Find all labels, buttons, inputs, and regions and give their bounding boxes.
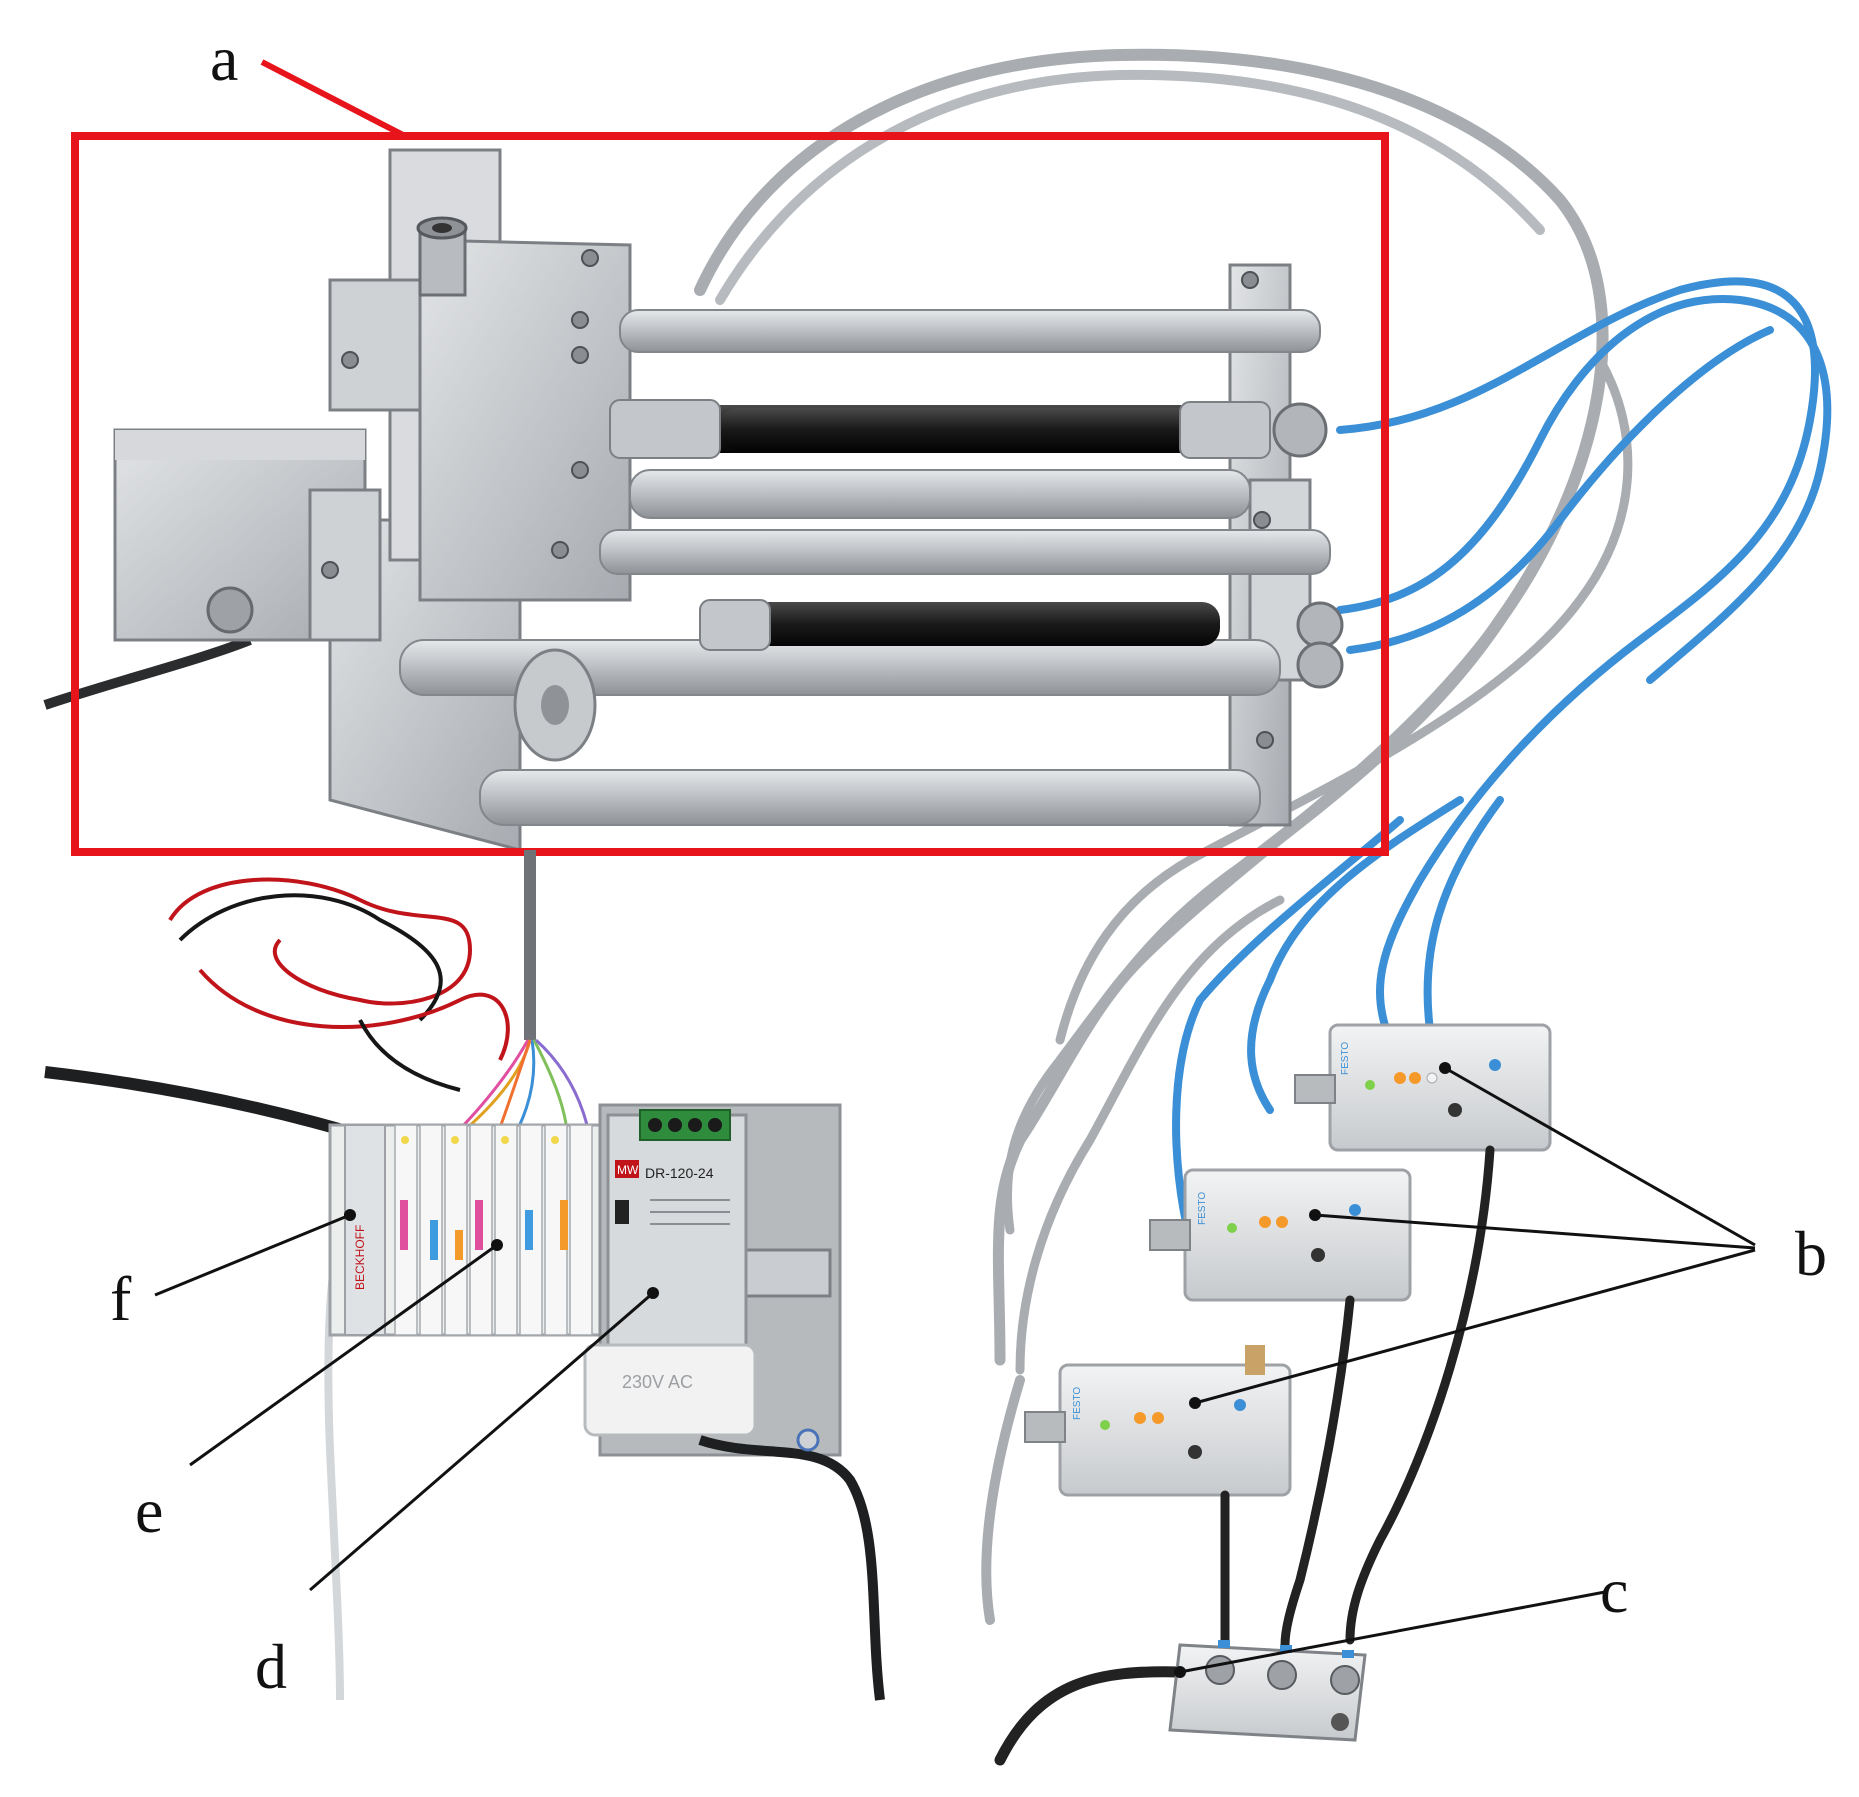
valve-1-brand: FESTO (1340, 1042, 1351, 1075)
leader-lines (154, 1066, 1756, 1674)
plc-terminals: BECKHOFF (328, 1123, 602, 1337)
valve-2: FESTO (1149, 1168, 1412, 1302)
valve-3-brand: FESTO (1072, 1387, 1083, 1420)
gray-cables (694, 48, 1633, 1625)
valve-2-brand: FESTO (1197, 1192, 1208, 1225)
label-a: a (210, 23, 238, 94)
power-supply-model: DR-120-24 (645, 1165, 714, 1181)
mechanical-assembly (113, 148, 1344, 852)
label-a-pointer (260, 59, 407, 139)
power-supply: MW DR-120-24 (606, 1109, 748, 1347)
label-b: b (1795, 1218, 1827, 1289)
highlight-box-a (71, 132, 1389, 856)
valve-1: FESTO (1294, 1023, 1552, 1152)
black-hoses (994, 1145, 1495, 1766)
label-e: e (135, 1475, 163, 1546)
ground-lug (796, 1428, 820, 1452)
mains-cable (698, 1435, 885, 1701)
valve-3: FESTO (1024, 1345, 1292, 1497)
label-c: c (1600, 1555, 1628, 1626)
label-d: d (255, 1631, 287, 1702)
mains-plug: 230V AC (583, 1343, 757, 1437)
plc-brand: BECKHOFF (353, 1225, 367, 1290)
manifold (1168, 1640, 1367, 1742)
power-supply-brand: MW (617, 1163, 639, 1177)
power-wires (168, 877, 510, 1092)
blue-tubing (1172, 277, 1832, 1244)
label-f: f (110, 1263, 132, 1334)
mains-plug-text: 230V AC (622, 1372, 693, 1392)
leader-dots (344, 1062, 1451, 1678)
